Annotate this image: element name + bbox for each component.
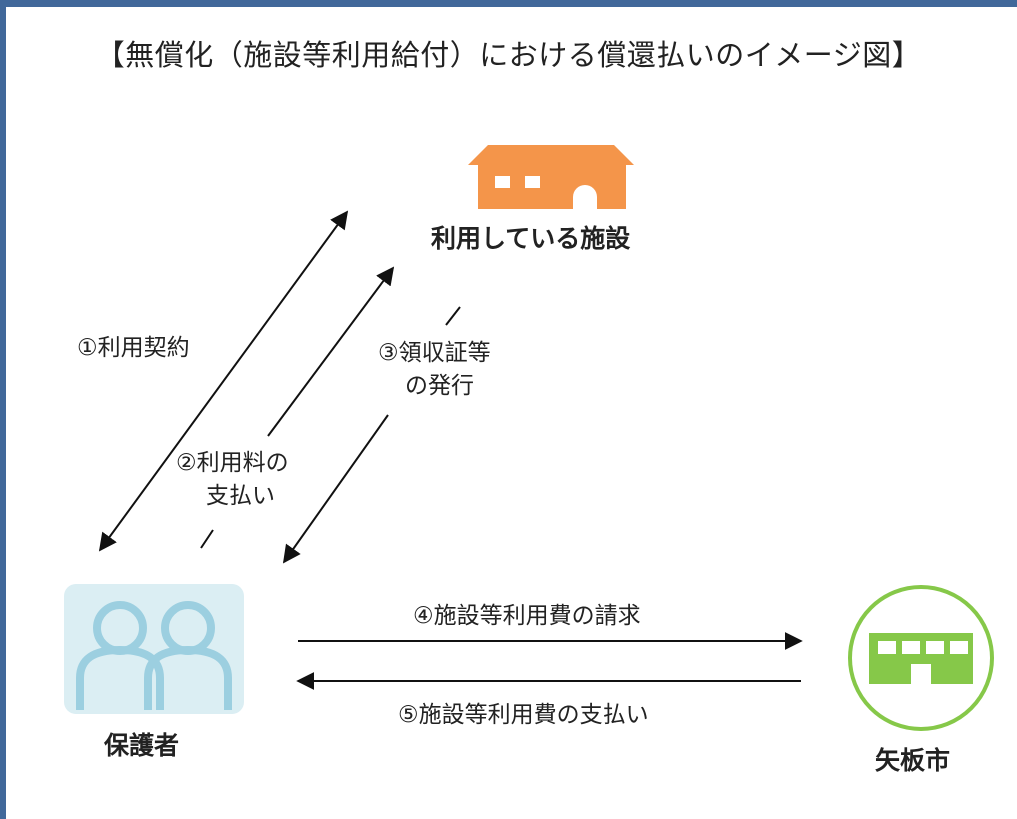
step-2-fee-line1: ②利用料の [176, 450, 289, 476]
step-1-contract-label: ①利用契約 [77, 335, 190, 361]
arrow-fee-payment-lower [200, 529, 214, 549]
city-label: 矢板市 [875, 746, 951, 775]
arrow-receipt-lower [282, 414, 389, 564]
arrow-receipt-upper [445, 306, 461, 326]
step-2-fee-line2: 支払い [206, 483, 275, 509]
step-3-receipt-line2: の発行 [405, 373, 474, 399]
step-3-receipt-line1: ③領収証等 [378, 340, 491, 366]
page-title: 【無償化（施設等利用給付）における償還払いのイメージ図】 [95, 38, 922, 72]
facility-label: 利用している施設 [431, 224, 631, 253]
arrow-contract [98, 210, 349, 552]
facility-building-icon [468, 145, 634, 209]
guardian-label: 保護者 [104, 731, 180, 760]
step-4-claim-label: ④施設等利用費の請求 [413, 603, 641, 629]
city-hall-icon [848, 585, 994, 731]
guardian-people-icon [64, 584, 244, 714]
step-5-payment-label: ⑤施設等利用費の支払い [398, 702, 649, 728]
arrow-fee-payment-upper [267, 266, 395, 437]
